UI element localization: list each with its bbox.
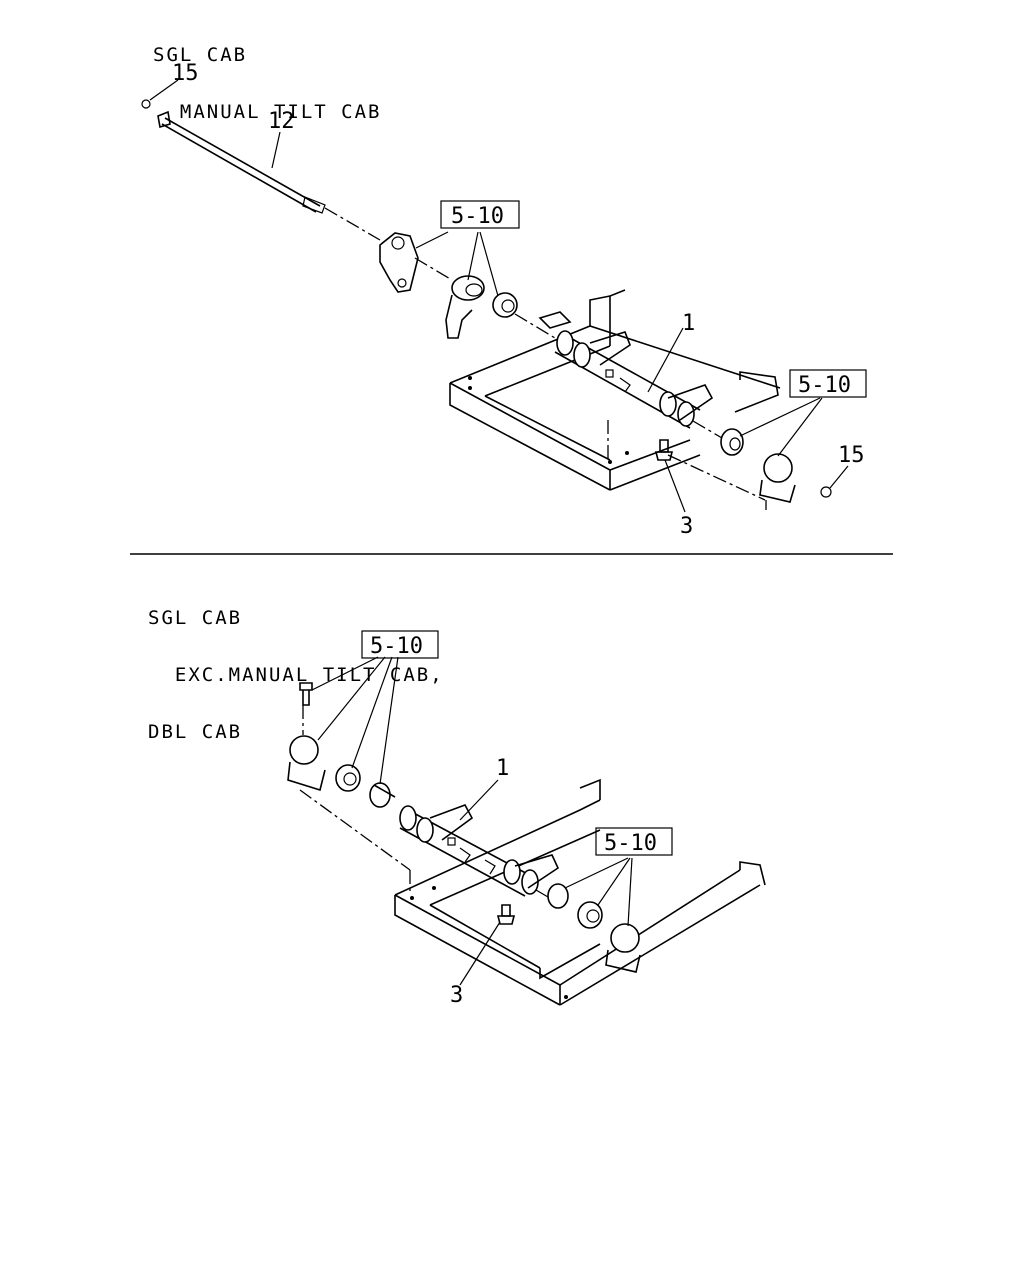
top-callout-ring-right: 15 bbox=[838, 443, 865, 468]
top-callout-beam: 1 bbox=[682, 311, 695, 336]
top-tube bbox=[141, 99, 326, 214]
top-callout-group-right: 5-10 bbox=[798, 373, 851, 398]
bottom-caption-line-3: DBL CAB bbox=[148, 721, 243, 743]
bottom-fitting bbox=[496, 904, 516, 925]
bottom-right-mount bbox=[547, 883, 641, 973]
top-callout-tube: 12 bbox=[268, 109, 295, 134]
bottom-group-box-right bbox=[595, 827, 673, 856]
top-frame bbox=[449, 289, 781, 491]
top-group-box-right bbox=[789, 369, 867, 398]
top-axis-line-2 bbox=[414, 257, 453, 281]
bottom-callout-group-left: 5-10 bbox=[370, 634, 423, 659]
bottom-callout-beam: 1 bbox=[496, 756, 509, 781]
top-group-box-left bbox=[440, 200, 520, 229]
bottom-callout-fitting: 3 bbox=[450, 983, 463, 1008]
top-beam bbox=[538, 311, 714, 429]
bottom-axis-line-3 bbox=[535, 889, 549, 898]
top-fitting bbox=[654, 439, 674, 461]
top-assembly: 15 12 5-10 1 5-10 15 3 bbox=[141, 61, 867, 539]
top-caption-line-1: SGL CAB bbox=[153, 44, 248, 66]
top-callout-fitting: 3 bbox=[680, 514, 693, 539]
top-callout-ring: 15 bbox=[172, 61, 199, 86]
bottom-frame bbox=[394, 778, 766, 1006]
top-caption: SGL CAB MANUAL TILT CAB bbox=[153, 8, 381, 141]
top-caption-line-2: MANUAL TILT CAB bbox=[153, 101, 382, 123]
top-callout-group-left: 5-10 bbox=[451, 204, 504, 229]
bottom-axis-line-1 bbox=[299, 789, 411, 871]
bottom-caption: SGL CAB EXC.MANUAL TILT CAB, DBL CAB bbox=[148, 571, 444, 761]
bottom-group-box-left bbox=[361, 630, 439, 659]
top-axis-line-3 bbox=[514, 313, 556, 339]
bottom-left-mount bbox=[287, 682, 396, 808]
bottom-caption-line-1: SGL CAB bbox=[148, 607, 243, 629]
top-axis-line-4 bbox=[692, 420, 723, 439]
bottom-beam bbox=[399, 804, 560, 897]
bottom-caption-line-2: EXC.MANUAL TILT CAB, bbox=[148, 664, 444, 686]
top-axis-line-1 bbox=[324, 207, 381, 241]
top-axis-line-6 bbox=[667, 454, 766, 501]
top-left-mount bbox=[379, 232, 518, 339]
bottom-callout-group-right: 5-10 bbox=[604, 831, 657, 856]
top-right-mount bbox=[720, 428, 832, 503]
bottom-assembly: 5-10 1 5-10 3 bbox=[287, 630, 766, 1008]
